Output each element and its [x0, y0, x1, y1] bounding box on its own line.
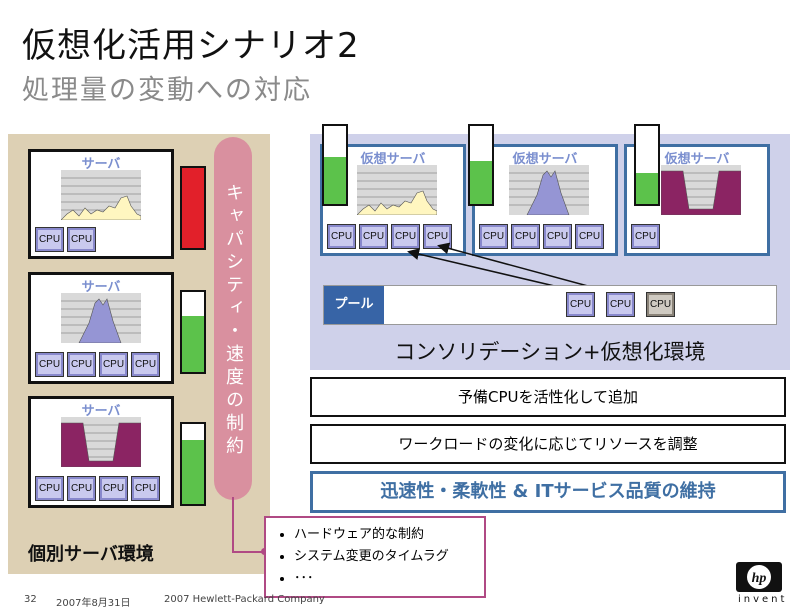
- cpu-chip: CPU: [391, 224, 420, 249]
- benefit-box: 迅速性・柔軟性 & ITサービス品質の維持: [310, 471, 786, 513]
- pool-cpu-chip: CPU: [606, 292, 635, 317]
- pool-label: プール: [324, 286, 384, 324]
- connector-line: [232, 551, 266, 553]
- pool-cpu-chip-inactive: CPU: [646, 292, 675, 317]
- consolidation-label: コンソリデーション+仮想化環境: [394, 340, 706, 364]
- cpu-chip: CPU: [35, 227, 64, 252]
- cpu-chip: CPU: [327, 224, 356, 249]
- usage-meter-green: [180, 290, 206, 374]
- virtual-server-2: 仮想サーバ CPU CPU CPU CPU: [472, 144, 618, 256]
- cpu-chip: CPU: [479, 224, 508, 249]
- usage-meter-green: [322, 124, 348, 206]
- cpu-chip: CPU: [67, 352, 96, 377]
- cpu-chip: CPU: [67, 476, 96, 501]
- capacity-constraint-label: キャパシティ・速度の制約: [223, 183, 244, 459]
- server-label: サーバ: [81, 404, 121, 419]
- logo-tagline: invent: [738, 594, 788, 605]
- cpu-chip: CPU: [99, 352, 128, 377]
- low-load-graph: [357, 165, 437, 215]
- cpu-chip: CPU: [35, 352, 64, 377]
- slide-title: 仮想化活用シナリオ2: [22, 26, 360, 66]
- low-load-graph: [61, 170, 141, 220]
- constraint-item: ハードウェア的な制約: [294, 524, 484, 546]
- svg-text:hp: hp: [752, 571, 767, 586]
- resource-pool: プール CPU CPU CPU: [323, 285, 777, 325]
- virtual-server-label: 仮想サーバ: [360, 152, 426, 167]
- cpu-row: CPU CPU CPU CPU: [35, 352, 160, 377]
- capacity-constraint-bar: キャパシティ・速度の制約: [214, 137, 252, 500]
- cpu-row: CPU CPU CPU CPU: [479, 224, 604, 249]
- constraint-list: ハードウェア的な制約 システム変更のタイムラグ ･･･: [266, 524, 484, 590]
- cpu-chip: CPU: [543, 224, 572, 249]
- virtual-server-label: 仮想サーバ: [512, 152, 578, 167]
- cpu-row: CPU CPU: [35, 227, 96, 252]
- constraint-item: ･･･: [294, 568, 484, 590]
- usage-meter-red: [180, 166, 206, 250]
- cpu-chip: CPU: [511, 224, 540, 249]
- cpu-chip: CPU: [359, 224, 388, 249]
- server-1: サーバ CPU CPU: [28, 149, 174, 259]
- server-label: サーバ: [81, 157, 121, 172]
- individual-server-label: 個別サーバ環境: [28, 544, 154, 565]
- cpu-chip: CPU: [131, 352, 160, 377]
- server-3: サーバ CPU CPU CPU CPU: [28, 396, 174, 508]
- cpu-row: CPU: [631, 224, 660, 249]
- cpu-row: CPU CPU CPU CPU: [35, 476, 160, 501]
- cpu-reassign-arrows: [407, 242, 611, 293]
- constraint-item: システム変更のタイムラグ: [294, 546, 484, 568]
- cpu-chip: CPU: [131, 476, 160, 501]
- connector-line: [232, 497, 234, 552]
- usage-meter-green: [468, 124, 494, 206]
- virtual-server-label: 仮想サーバ: [664, 152, 730, 167]
- footer-date: 2007年8月31日: [56, 598, 131, 609]
- pool-cpu-chip: CPU: [566, 292, 595, 317]
- hp-logo-icon: hp: [736, 562, 782, 592]
- peak-load-graph: [509, 165, 589, 215]
- cpu-chip: CPU: [67, 227, 96, 252]
- steady-load-graph: [661, 165, 741, 215]
- cpu-chip: CPU: [575, 224, 604, 249]
- page-number: 32: [24, 594, 37, 605]
- virtualization-panel: 仮想サーバ CPU CPU CPU CPU 仮想サーバ CPU CPU CPU …: [310, 124, 790, 370]
- usage-meter-green: [634, 124, 660, 206]
- steady-load-graph: [61, 417, 141, 467]
- cpu-row: CPU CPU CPU CPU: [327, 224, 452, 249]
- cpu-chip: CPU: [99, 476, 128, 501]
- cpu-chip: CPU: [631, 224, 660, 249]
- cpu-chip: CPU: [35, 476, 64, 501]
- server-2: サーバ CPU CPU CPU CPU: [28, 272, 174, 384]
- workload-adjust-box: ワークロードの変化に応じてリソースを調整: [310, 424, 786, 464]
- reserve-cpu-box: 予備CPUを活性化して追加: [310, 377, 786, 417]
- server-label: サーバ: [81, 280, 121, 295]
- peak-load-graph: [61, 293, 141, 343]
- usage-meter-green: [180, 422, 206, 506]
- footer-copyright: 2007 Hewlett-Packard Company: [164, 594, 325, 605]
- constraint-list-box: ハードウェア的な制約 システム変更のタイムラグ ･･･: [264, 516, 486, 598]
- slide-subtitle: 処理量の変動への対応: [22, 75, 312, 106]
